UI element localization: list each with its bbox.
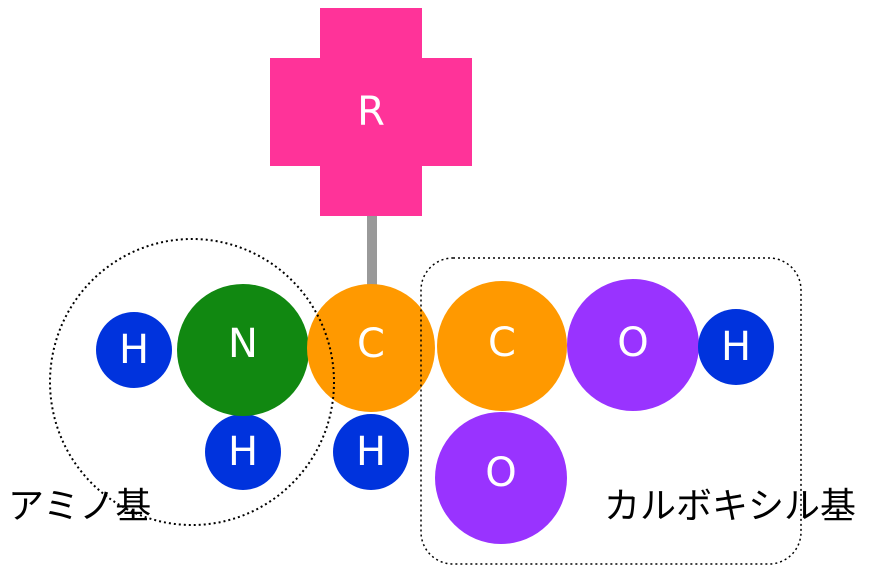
atom-h-under-c-label: H xyxy=(356,429,386,475)
atom-o-hydroxyl xyxy=(567,279,699,411)
atom-h-left xyxy=(96,312,172,388)
r-group-cross xyxy=(270,8,472,216)
r-bond xyxy=(367,215,377,290)
atom-n xyxy=(177,284,309,416)
r-group-label: R xyxy=(357,89,385,135)
atom-o-hydroxyl-label: O xyxy=(617,320,648,366)
atom-c-alpha xyxy=(307,284,435,412)
atom-n-label: N xyxy=(228,321,258,367)
atom-c-alpha-label: C xyxy=(357,321,385,367)
atom-c-carboxyl xyxy=(437,281,567,411)
carboxyl-group-label: カルボキシル基 xyxy=(604,486,856,527)
atom-h-left-label: H xyxy=(119,327,149,373)
atom-h-under-n xyxy=(205,414,281,490)
atom-o-double xyxy=(435,412,567,544)
atom-h-hydroxyl-label: H xyxy=(721,324,751,370)
atom-o-double-label: O xyxy=(485,450,516,496)
carboxyl-group-outline xyxy=(420,257,802,565)
amino-group-outline xyxy=(49,238,335,526)
amino-group-label: アミノ基 xyxy=(8,486,151,527)
atom-h-hydroxyl xyxy=(698,309,774,385)
atom-h-under-n-label: H xyxy=(228,429,258,475)
atom-h-under-c xyxy=(333,414,409,490)
atom-c-carboxyl-label: C xyxy=(488,320,516,366)
